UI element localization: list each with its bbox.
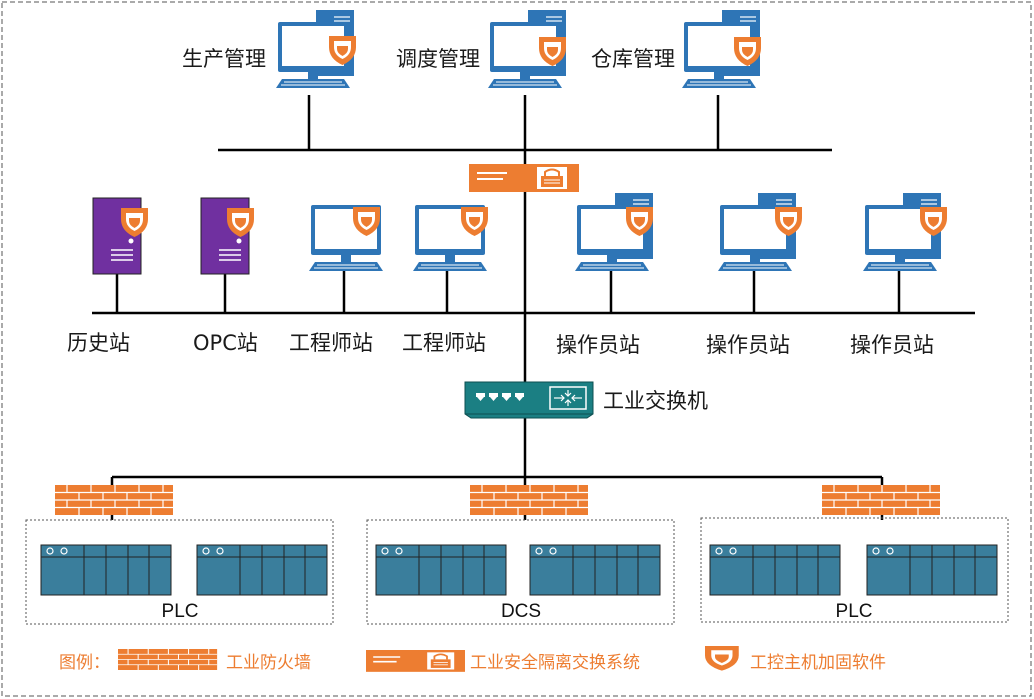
workstation-engineer-1[interactable] (308, 204, 384, 272)
management-tier: 生产管理 调度管理 仓库管理 (182, 10, 761, 88)
station-tier: 历史站 OPC站 工程师站 工程师站 操作员站 操作员站 操作员站 (67, 193, 947, 357)
controller-group-right: PLC (700, 517, 1009, 623)
plc-rack-icon[interactable] (529, 544, 661, 596)
workstation-operator-3[interactable] (863, 193, 947, 271)
plc-rack-icon[interactable] (40, 544, 172, 596)
label-industrial-switch: 工业交换机 (603, 389, 708, 413)
label-opc-station: OPC站 (193, 331, 258, 355)
label-production: 生产管理 (182, 47, 266, 71)
shield-icon (705, 646, 739, 671)
workstation-dispatch[interactable] (488, 10, 566, 88)
plc-rack-icon[interactable] (866, 544, 998, 596)
workstation-warehouse[interactable] (682, 10, 761, 88)
label-operator-station-1: 操作员站 (556, 333, 640, 357)
label-dispatch: 调度管理 (396, 47, 480, 71)
label-engineer-station-1: 工程师站 (289, 331, 373, 355)
brick-wall-icon[interactable] (821, 484, 941, 516)
legend-title: 图例： (59, 653, 110, 673)
label-operator-station-3: 操作员站 (850, 333, 934, 357)
workstation-operator-1[interactable] (575, 193, 653, 271)
workstation-engineer-2[interactable] (412, 204, 488, 272)
server-history[interactable] (92, 197, 148, 275)
plc-rack-icon[interactable] (709, 544, 841, 596)
plc-rack-icon[interactable] (196, 544, 328, 596)
legend: 图例： 工业防火墙 工业安全隔离交换系统 工控主机加固软件 (59, 646, 886, 673)
legend-hardening-label: 工控主机加固软件 (750, 653, 886, 673)
workstation-operator-2[interactable] (718, 193, 802, 271)
label-plc-right: PLC (836, 601, 873, 622)
network-switch-icon[interactable] (464, 381, 594, 419)
controller-group-left: PLC (25, 519, 334, 625)
legend-firewall-label: 工业防火墙 (226, 653, 311, 673)
brick-wall-icon[interactable] (469, 484, 589, 516)
workstation-production[interactable] (276, 10, 356, 88)
connection-lines (92, 95, 975, 520)
server-opc[interactable] (200, 197, 254, 275)
brick-wall-icon[interactable] (54, 484, 174, 516)
controller-group-center: DCS (366, 519, 675, 625)
label-warehouse: 仓库管理 (591, 47, 675, 71)
label-engineer-station-2: 工程师站 (402, 331, 486, 355)
label-plc-left: PLC (162, 601, 199, 622)
security-gateway-icon[interactable] (468, 163, 580, 193)
label-operator-station-2: 操作员站 (706, 333, 790, 357)
plc-rack-icon[interactable] (375, 544, 507, 596)
label-dcs: DCS (501, 601, 541, 622)
legend-gateway-label: 工业安全隔离交换系统 (470, 653, 640, 673)
label-history-station: 历史站 (67, 331, 130, 355)
brick-wall-icon (117, 648, 218, 671)
security-gateway-icon (365, 649, 466, 673)
